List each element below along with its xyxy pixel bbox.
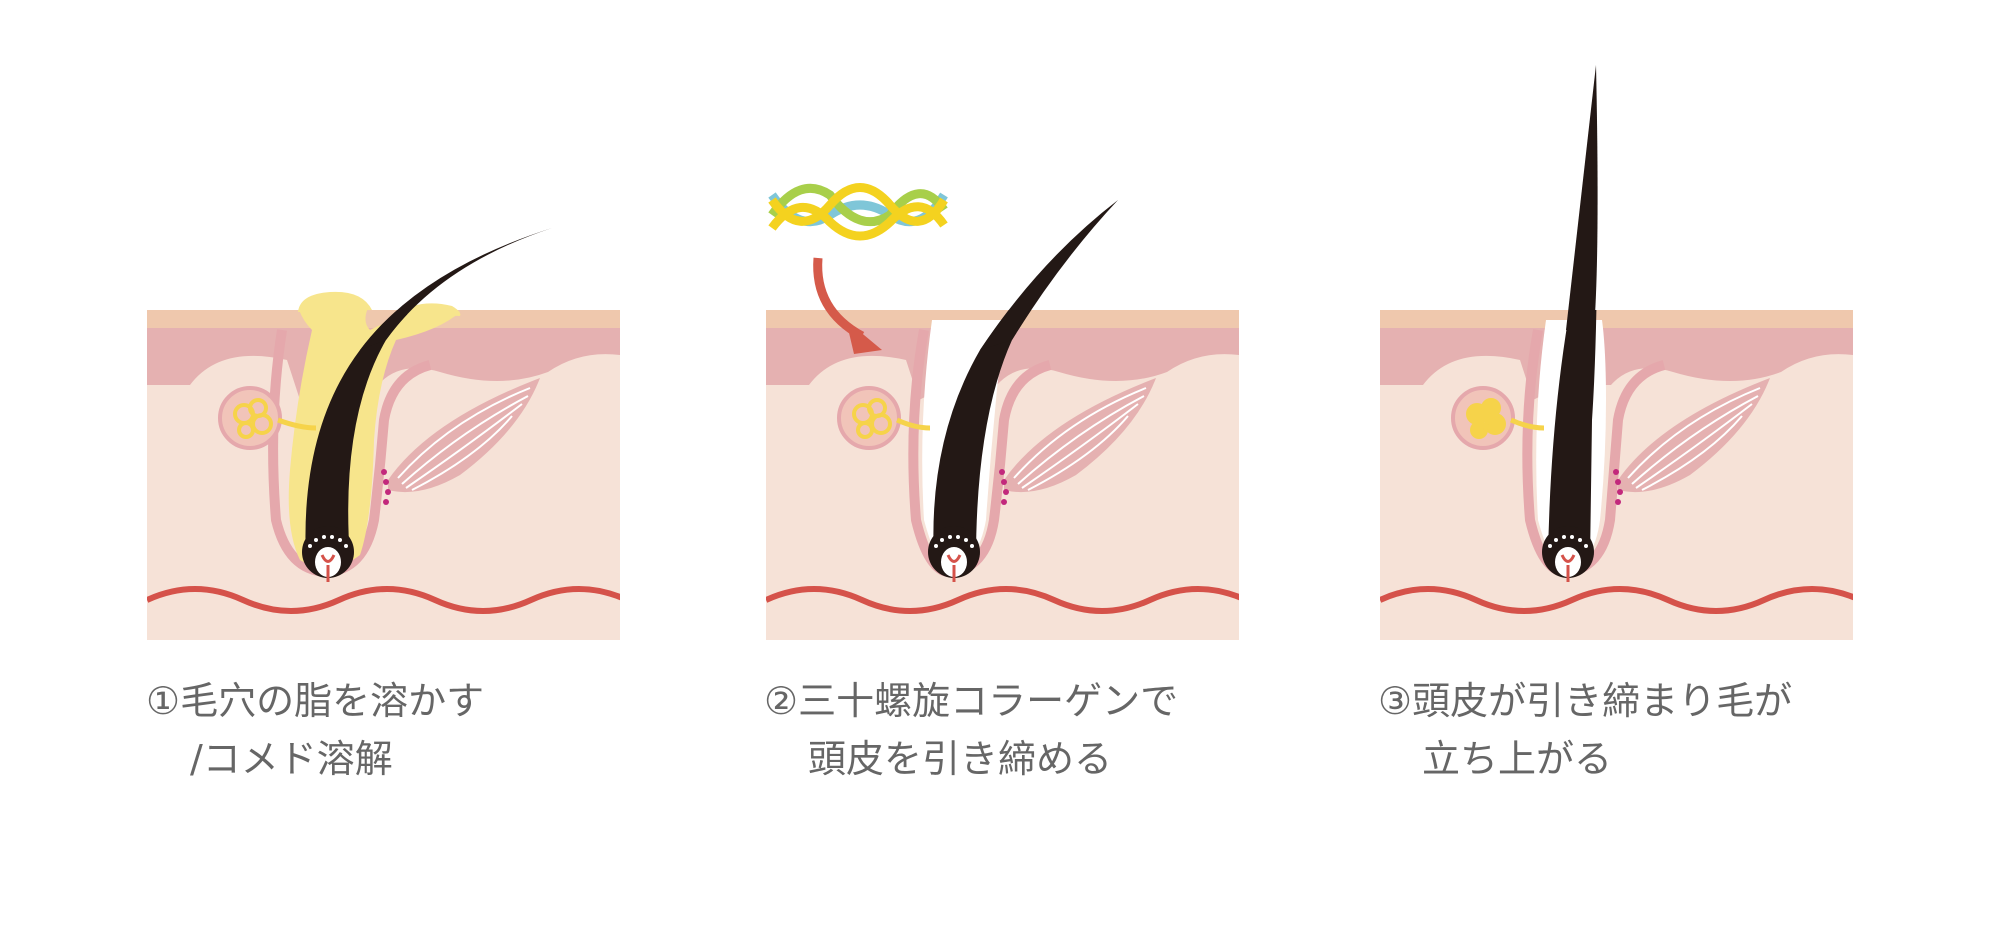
epidermis-layer <box>1380 310 1853 400</box>
sebaceous-gland <box>218 386 317 450</box>
caption-step-1-line2: /コメド溶解 <box>190 737 393 781</box>
hair-shaft-tip <box>980 200 1118 350</box>
caption-step-1-line1: ①毛穴の脂を溶かす <box>146 679 485 723</box>
sebaceous-gland <box>1451 386 1545 450</box>
hair-shaft-tip <box>1566 65 1598 330</box>
caption-step-3-line1: ③頭皮が引き締まり毛が <box>1378 679 1793 723</box>
arrector-pili-muscle <box>1618 378 1770 493</box>
arrector-pili-muscle <box>1004 378 1156 493</box>
hair-shaft <box>1548 310 1597 560</box>
caption-step-2-line2: 頭皮を引き締める <box>808 737 1113 781</box>
hair-shaft <box>933 310 1032 560</box>
hair-shaft <box>305 310 412 560</box>
caption-step-3-line2: 立ち上がる <box>1422 737 1613 781</box>
blood-vessel <box>766 586 1239 614</box>
panel-2-scalp-cross-section <box>766 310 1239 640</box>
nerve-dots <box>999 469 1009 505</box>
blood-vessel <box>1380 586 1853 614</box>
nerve-dots <box>381 469 391 505</box>
caption-step-2: ②三十螺旋コラーゲンで 頭皮を引き締める <box>764 672 1178 788</box>
nerve-dots <box>1613 469 1623 505</box>
hair-shaft-tip <box>360 228 552 350</box>
collagen-helix-icon <box>768 183 948 241</box>
caption-step-2-line1: ②三十螺旋コラーゲンで <box>764 679 1179 723</box>
caption-step-3: ③頭皮が引き締まり毛が 立ち上がる <box>1378 672 1792 788</box>
skin-surface <box>1380 310 1853 328</box>
arrector-pili-muscle <box>388 378 540 493</box>
caption-step-1: ①毛穴の脂を溶かす /コメド溶解 <box>146 672 484 788</box>
panel-1-scalp-cross-section <box>147 310 620 640</box>
sebum-overflow <box>298 291 372 312</box>
sebaceous-gland <box>837 386 931 450</box>
panel-3-scalp-cross-section <box>1380 310 1853 640</box>
skin-surface <box>147 310 620 328</box>
blood-vessel <box>147 586 620 614</box>
down-arrow-icon <box>813 257 882 354</box>
